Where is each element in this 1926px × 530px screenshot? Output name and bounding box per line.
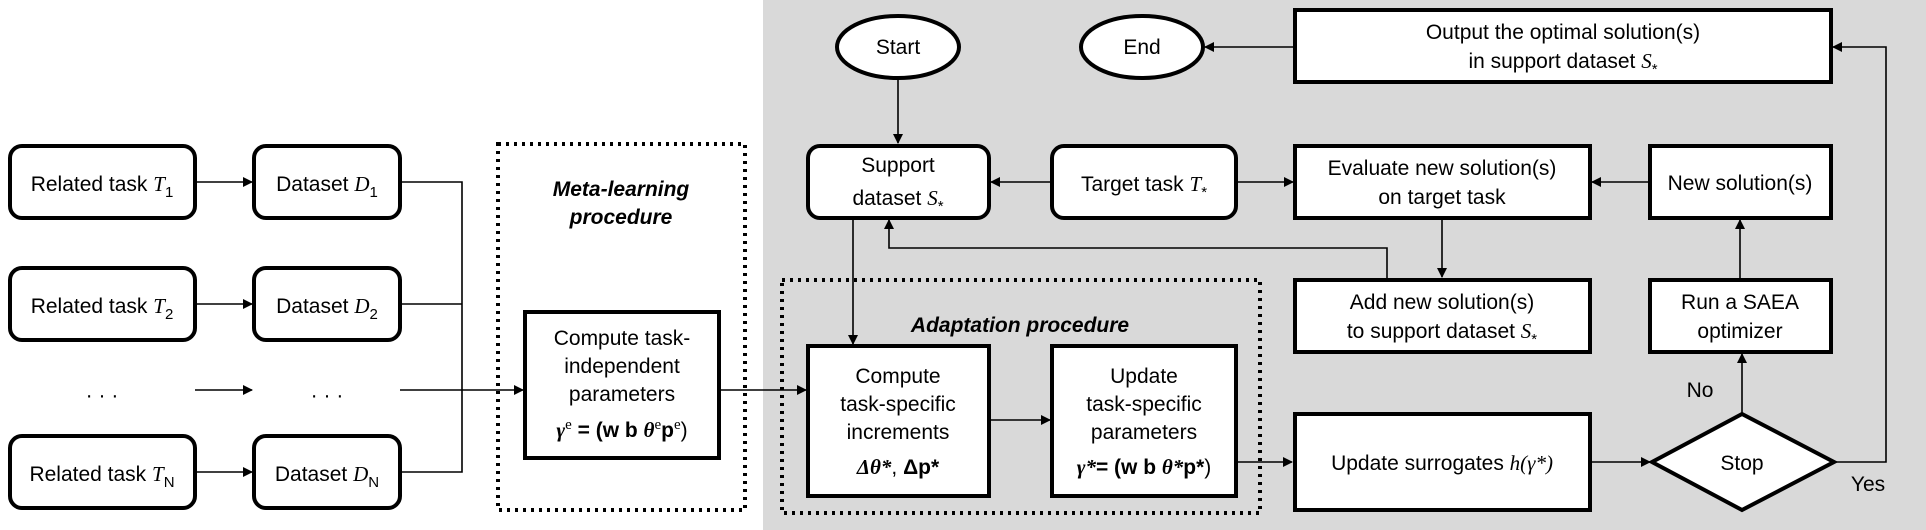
svg-text:Dataset DN: Dataset DN	[275, 462, 379, 491]
svg-text:Start: Start	[876, 36, 921, 59]
dataset-n-box: Dataset DN	[252, 434, 402, 510]
svg-text:Dataset D2: Dataset D2	[276, 294, 378, 323]
meta-learning-title-line2: procedure	[569, 206, 673, 229]
output-optimal-box: Output the optimal solution(s) in suppor…	[1293, 8, 1833, 84]
update-surrogates-box: Update surrogates h(γ*)	[1293, 412, 1592, 512]
svg-text:Add new solution(s): Add new solution(s)	[1350, 291, 1534, 314]
svg-text:Output the optimal solution(s): Output the optimal solution(s)	[1426, 21, 1700, 44]
svg-text:Update: Update	[1110, 365, 1178, 388]
svg-text:task-specific: task-specific	[1086, 393, 1202, 416]
update-task-specific-box: Update task-specific parameters γ*= (w b…	[1050, 344, 1238, 498]
svg-text:γ*= (w b θ*p*): γ*= (w b θ*p*)	[1077, 455, 1212, 479]
add-solutions-box: Add new solution(s) to support dataset S…	[1293, 278, 1592, 354]
svg-text:Dataset D1: Dataset D1	[276, 172, 378, 201]
related-task-n-box: Related task TN	[8, 434, 197, 510]
svg-text:Stop: Stop	[1720, 452, 1763, 475]
meta-learning-title-line1: Meta-learning	[553, 178, 690, 201]
svg-text:Related task T1: Related task T1	[31, 172, 174, 201]
merge-connector	[400, 181, 463, 473]
adaptation-procedure-frame	[780, 278, 1262, 515]
svg-text:to support dataset S*: to support dataset S*	[1347, 319, 1537, 348]
svg-text:optimizer: optimizer	[1697, 320, 1782, 343]
datasets-ellipsis: · · ·	[311, 384, 344, 407]
dataset-2-box: Dataset D2	[252, 266, 402, 342]
arrow-stop-yes	[1832, 42, 1887, 463]
arrow-add-to-support	[884, 219, 1388, 280]
adaptation-title: Adaptation procedure	[910, 314, 1130, 337]
new-solutions-box: New solution(s)	[1648, 144, 1833, 220]
svg-text:independent: independent	[564, 355, 680, 378]
tasks-ellipsis: · · ·	[86, 384, 119, 407]
svg-text:Related task TN: Related task TN	[29, 462, 174, 491]
evaluate-box: Evaluate new solution(s) on target task	[1293, 144, 1592, 220]
dataset-1-box: Dataset D1	[252, 144, 402, 220]
svg-text:Related task T2: Related task T2	[31, 294, 174, 323]
svg-text:in support dataset S*: in support dataset S*	[1468, 49, 1657, 78]
yes-label: Yes	[1851, 473, 1885, 496]
related-task-1-box: Related task T1	[8, 144, 197, 220]
svg-text:Run a SAEA: Run a SAEA	[1681, 291, 1799, 314]
svg-text:γe = (w b θepe): γe = (w b θepe)	[556, 417, 687, 442]
svg-text:Target task T*: Target task T*	[1081, 172, 1207, 201]
svg-text:task-specific: task-specific	[840, 393, 956, 416]
svg-text:Compute: Compute	[855, 365, 940, 388]
svg-text:Support: Support	[861, 154, 935, 177]
svg-text:End: End	[1123, 36, 1160, 59]
run-saea-box: Run a SAEA optimizer	[1648, 278, 1833, 354]
svg-text:increments: increments	[847, 421, 950, 444]
svg-text:Update surrogates h(γ*): Update surrogates h(γ*)	[1331, 451, 1553, 475]
compute-task-specific-box: Compute task-specific increments Δθ*, Δp…	[806, 344, 991, 498]
svg-text:parameters: parameters	[569, 383, 675, 406]
related-task-2-box: Related task T2	[8, 266, 197, 342]
svg-text:parameters: parameters	[1091, 421, 1197, 444]
svg-text:Compute task-: Compute task-	[554, 327, 691, 350]
no-label: No	[1687, 379, 1714, 402]
meta-learning-procedure-frame	[496, 142, 747, 512]
target-task-box: Target task T*	[1050, 144, 1238, 220]
start-terminal: Start	[835, 14, 961, 80]
svg-text:dataset S*: dataset S*	[852, 186, 943, 215]
end-terminal: End	[1079, 14, 1205, 80]
compute-task-independent-box: Compute task- independent parameters γe …	[523, 310, 721, 460]
svg-text:New solution(s): New solution(s)	[1668, 172, 1813, 195]
svg-text:on target task: on target task	[1378, 186, 1506, 209]
support-dataset-box: Support dataset S*	[806, 144, 991, 220]
svg-text:Evaluate new solution(s): Evaluate new solution(s)	[1328, 157, 1557, 180]
svg-text:Δθ*, Δp*: Δθ*, Δp*	[856, 455, 940, 479]
